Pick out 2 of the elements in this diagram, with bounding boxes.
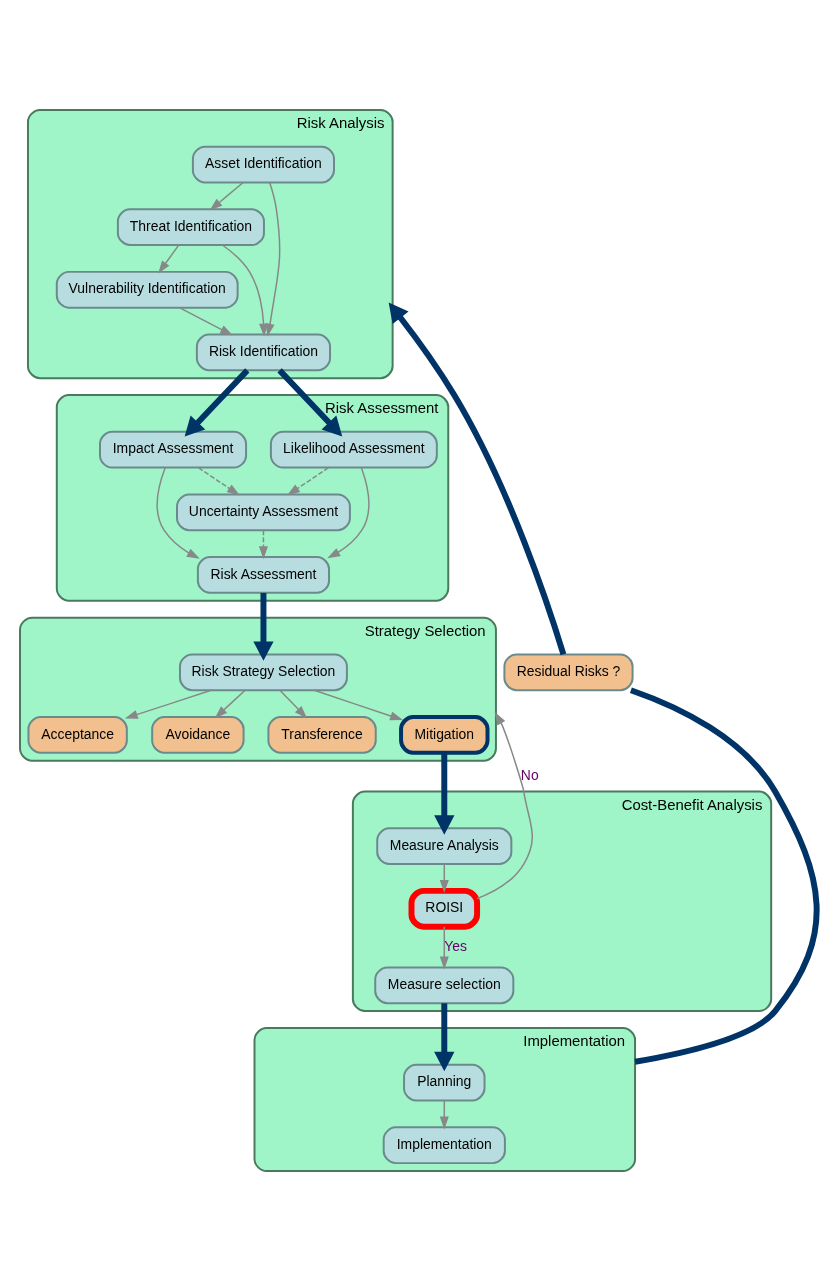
edge-label: Yes	[444, 937, 468, 954]
edge-label: No	[520, 766, 539, 783]
